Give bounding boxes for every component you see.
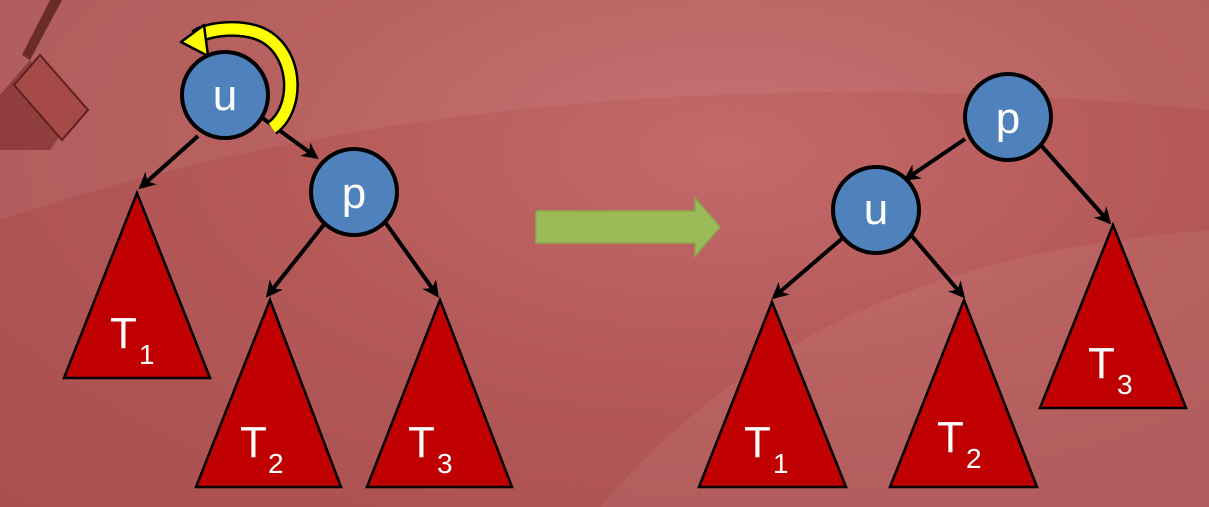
subtree-right-3: T 3 (1038, 221, 1188, 410)
right-tree: T 1 T 2 T 3 p u (697, 72, 1188, 489)
edge-p-to-t3 (383, 220, 439, 298)
node-u: u (831, 165, 921, 255)
subtree-subscript: 2 (268, 448, 284, 479)
subtree-label: T (937, 413, 964, 462)
subtree-right-2: T 2 (888, 296, 1039, 489)
subtree-subscript: 3 (437, 448, 453, 479)
subtree-left-3: T 3 (365, 296, 514, 489)
edge-p-to-u (903, 137, 967, 181)
node-label: p (996, 94, 1020, 143)
rotate-left-arrow-icon (179, 20, 299, 135)
subtree-right-1: T 1 (697, 298, 848, 489)
subtree-subscript: 1 (139, 339, 155, 370)
subtree-label: T (408, 418, 435, 467)
edge-p-to-t3 (1037, 141, 1112, 225)
edge-u-to-p (255, 112, 319, 159)
node-label: u (864, 185, 888, 234)
node-label: p (342, 169, 366, 218)
subtree-label: T (1088, 339, 1115, 388)
subtree-label: T (110, 309, 137, 358)
lamp-decoration (0, 0, 90, 150)
subtree-left-2: T 2 (194, 296, 343, 489)
node-u: u (180, 50, 270, 140)
subtree-label: T (744, 418, 771, 467)
subtree-subscript: 1 (773, 448, 789, 479)
background-swirl (0, 0, 1209, 220)
subtree-left-1: T 1 (62, 189, 212, 380)
edge-u-to-t1 (138, 134, 200, 190)
node-p: p (309, 147, 399, 237)
edge-u-to-t1 (771, 234, 847, 300)
edge-p-to-t2 (265, 220, 328, 298)
edge-u-to-t2 (909, 233, 966, 299)
subtree-subscript: 2 (966, 443, 982, 474)
node-p: p (963, 72, 1053, 162)
right-arrow-icon (535, 195, 721, 259)
subtree-subscript: 3 (1117, 369, 1133, 400)
node-label: u (213, 71, 237, 120)
left-tree: T 1 T 2 T 3 u p (62, 20, 514, 489)
subtree-label: T (240, 418, 267, 467)
